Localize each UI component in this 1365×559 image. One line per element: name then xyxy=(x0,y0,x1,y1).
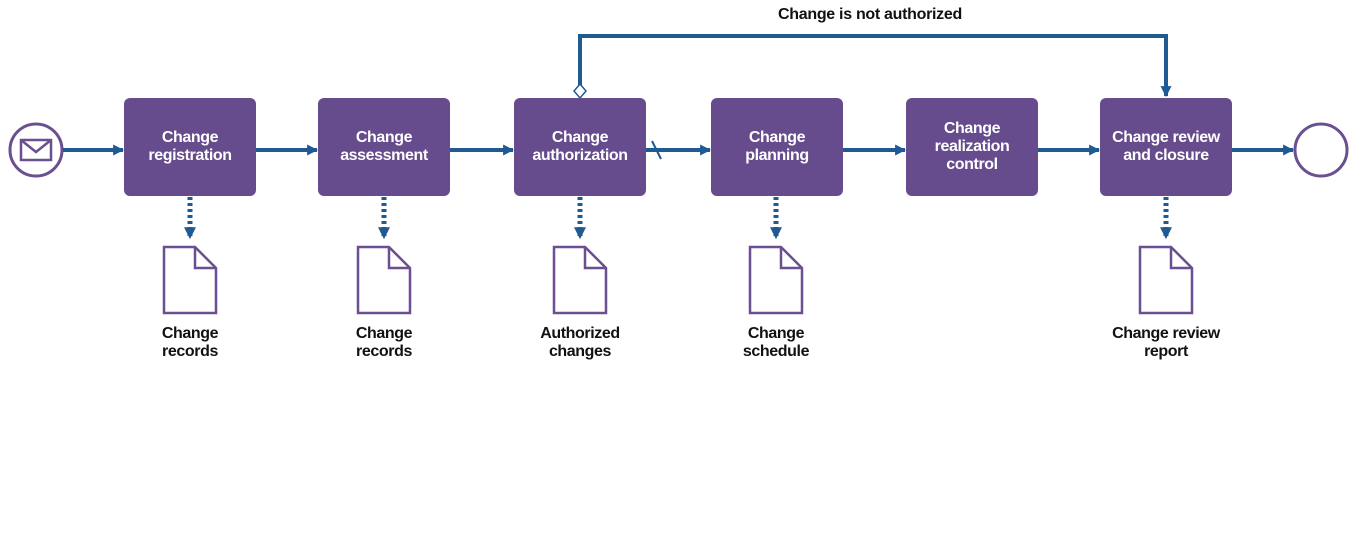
document-label-authorized-changes: Authorized changes xyxy=(540,325,620,360)
task-change-authorization: Change authorization xyxy=(514,98,646,196)
start-event xyxy=(8,122,64,178)
task-label: Change planning xyxy=(745,129,809,164)
task-change-review-closure: Change review and closure xyxy=(1100,98,1232,196)
task-label: Change authorization xyxy=(532,129,628,164)
end-event xyxy=(1293,122,1349,178)
task-change-realization-control: Change realization control xyxy=(906,98,1038,196)
document-label-change-records: Change records xyxy=(161,325,219,360)
flow-label-not-authorized: Change is not authorized xyxy=(778,6,962,23)
document-label-change-records: Change records xyxy=(355,325,413,360)
document-label-change-review-report: Change review report xyxy=(1112,325,1220,360)
conditional-flow-diamond xyxy=(573,82,587,100)
task-change-assessment: Change assessment xyxy=(318,98,450,196)
document-icon xyxy=(748,245,804,315)
task-label: Change registration xyxy=(148,129,232,164)
document-icon xyxy=(1138,245,1194,315)
task-change-registration: Change registration xyxy=(124,98,256,196)
task-label: Change assessment xyxy=(340,129,428,164)
task-label: Change review and closure xyxy=(1112,129,1220,164)
task-change-planning: Change planning xyxy=(711,98,843,196)
document-icon xyxy=(552,245,608,315)
envelope-icon xyxy=(19,138,53,162)
task-label: Change realization control xyxy=(934,120,1010,173)
document-label-change-schedule: Change schedule xyxy=(742,325,810,360)
document-icon xyxy=(356,245,412,315)
flow-not-authorized-loop xyxy=(573,34,1172,100)
document-icon xyxy=(162,245,218,315)
default-flow-marker xyxy=(651,140,662,160)
